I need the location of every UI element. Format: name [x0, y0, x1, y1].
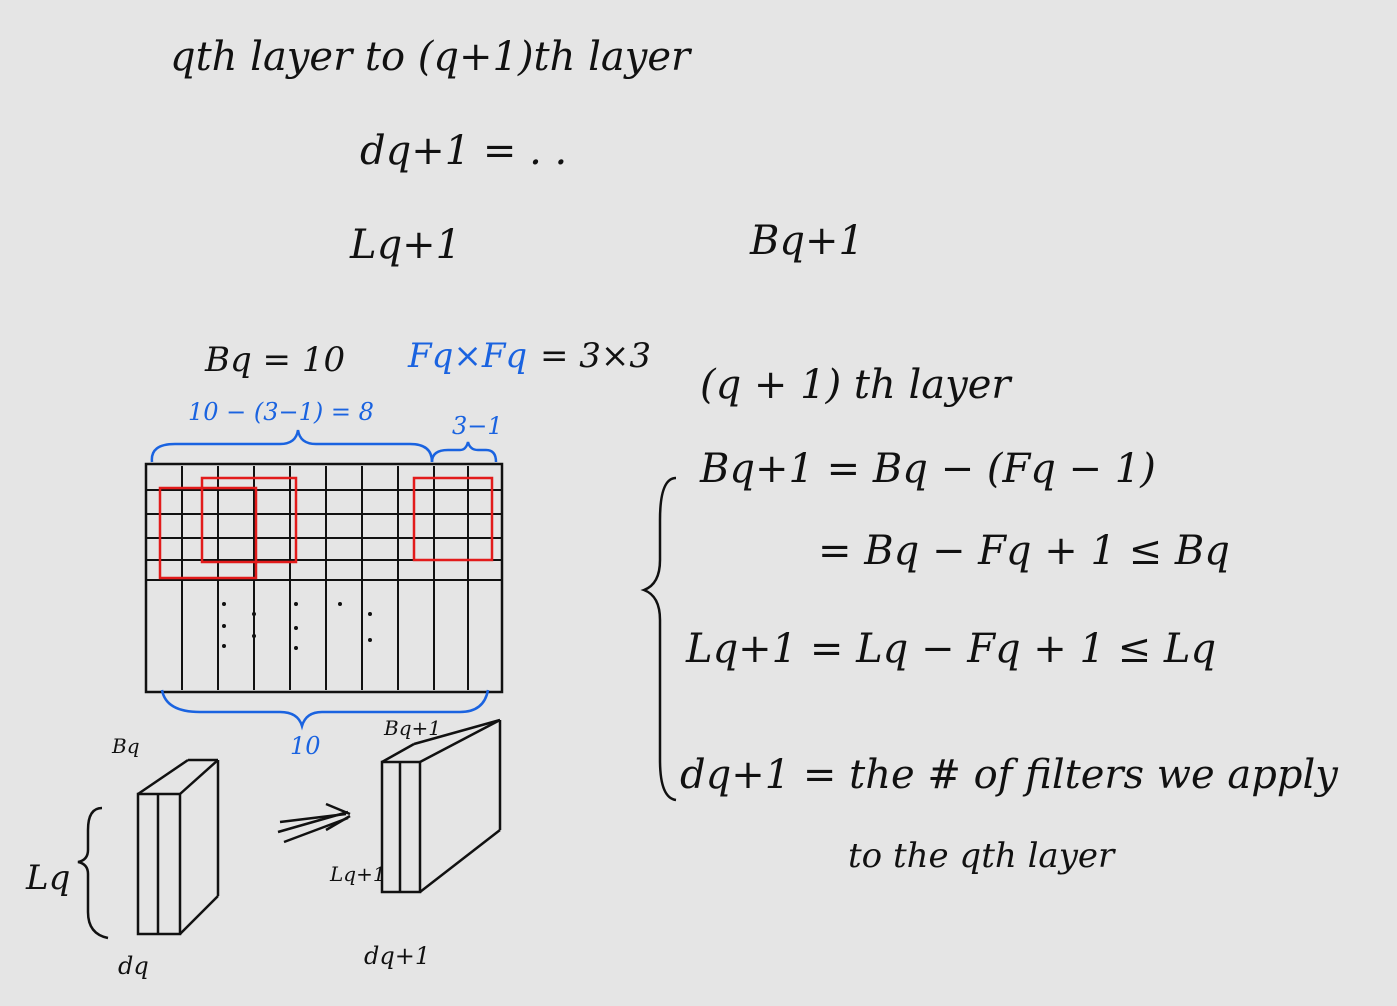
transform-arrow — [277, 802, 351, 844]
span-brace — [150, 429, 434, 463]
volume-q — [136, 758, 220, 936]
filter-size-value: = 3×3 — [540, 336, 652, 376]
equation-d-next: dq+1 = the # of filters we apply — [680, 752, 1338, 798]
volume-l-label: Lq — [26, 858, 71, 898]
page-title: qth layer to (q+1)th layer — [170, 34, 691, 80]
b-value-label: Bq = 10 — [205, 340, 346, 380]
equation-b-next-simplified: = Bq − Fq + 1 ≤ Bq — [818, 528, 1230, 574]
ellipsis-dots — [222, 602, 372, 650]
equation-l-next: Lq+1 = Lq − Fq + 1 ≤ Lq — [686, 626, 1217, 672]
edge-brace — [430, 441, 498, 463]
edge-label: 3−1 — [452, 412, 503, 440]
filter-size-label: Fq×Fq — [408, 336, 528, 376]
bottom-width-label: 10 — [290, 732, 321, 760]
d-next-definition: dq+1 = . . — [360, 128, 568, 174]
filter-windows — [158, 476, 494, 580]
volume-d-label: dq — [118, 952, 149, 980]
b-next-label: Bq+1 — [750, 218, 864, 264]
equations-heading: (q + 1) th layer — [700, 362, 1011, 408]
grid-rows — [146, 489, 502, 581]
span-label: 10 − (3−1) = 8 — [188, 398, 374, 426]
bottom-brace — [160, 689, 490, 731]
volume-l-next-label: Lq+1 — [330, 862, 386, 886]
equations-brace — [640, 476, 677, 802]
equation-b-next: Bq+1 = Bq − (Fq − 1) — [700, 446, 1156, 492]
volume-b-next-label: Bq+1 — [384, 716, 441, 740]
volume-b-label: Bq — [112, 734, 140, 758]
l-next-label: Lq+1 — [350, 222, 462, 268]
input-grid — [144, 462, 504, 694]
volume-d-next-label: dq+1 — [364, 942, 431, 970]
equation-d-next-continued: to the qth layer — [848, 836, 1115, 876]
volume-q-plus-1 — [380, 718, 502, 894]
l-brace — [77, 806, 109, 940]
